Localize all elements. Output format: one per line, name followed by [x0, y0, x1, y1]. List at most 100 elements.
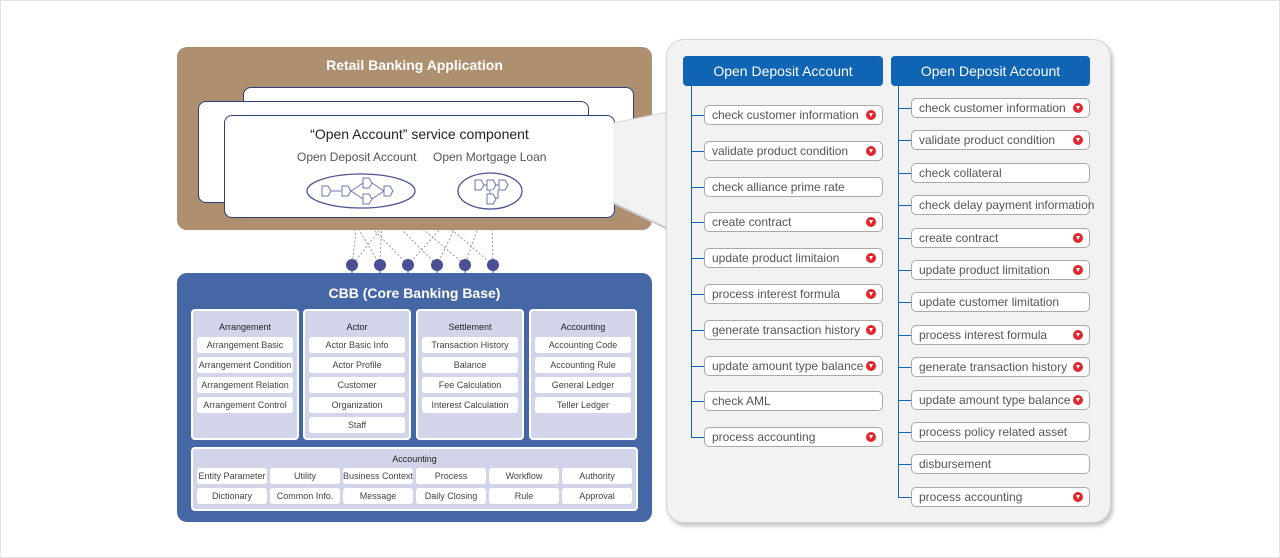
service-open-deposit: Open Deposit Account	[297, 150, 417, 164]
flow-step[interactable]: update product limitation	[898, 260, 1090, 280]
flow-step-label: update amount type balance	[712, 358, 864, 373]
group-settlement: Settlement Transaction History Balance F…	[416, 309, 524, 440]
flow-step-label: generate transaction history	[919, 360, 1068, 375]
common-item[interactable]: Authority	[561, 468, 632, 484]
flow-step-label: generate transaction history	[712, 322, 861, 337]
common-item[interactable]: Entity Parameter	[197, 468, 267, 484]
common-row: Entity Parameter Utility Business Contex…	[193, 468, 636, 484]
module-item[interactable]: Arrangement Control	[197, 397, 293, 413]
module-item[interactable]: Organization	[309, 397, 405, 413]
common-item[interactable]: Rule	[489, 488, 559, 504]
common-item[interactable]: Dictionary	[197, 488, 267, 504]
flow-step[interactable]: check customer information	[898, 98, 1090, 118]
red-marker-icon	[866, 217, 876, 228]
flow-step[interactable]: create contract	[898, 227, 1090, 248]
common-item[interactable]: Daily Closing	[416, 488, 486, 504]
red-marker-icon	[1073, 232, 1083, 243]
flow-step[interactable]: validate product condition	[691, 140, 883, 161]
group-title: Accounting	[560, 322, 606, 332]
flow-step-label: validate product condition	[712, 143, 849, 158]
group-title: Actor	[346, 322, 368, 332]
flow-step[interactable]: process policy related asset	[898, 422, 1090, 442]
flow-step[interactable]: validate product condition	[898, 130, 1090, 151]
module-item[interactable]: Staff	[309, 417, 405, 433]
flow-node-icon	[321, 185, 332, 197]
flow-step[interactable]: process interest formula	[898, 324, 1090, 345]
module-item[interactable]: Actor Basic Info	[309, 337, 405, 353]
flow-step-label: validate product condition	[919, 133, 1056, 148]
flow-step[interactable]: check customer information	[691, 105, 883, 125]
common-item[interactable]: Workflow	[489, 468, 559, 484]
module-item[interactable]: Transaction History	[422, 337, 518, 353]
flow-step[interactable]: update amount type balance	[898, 389, 1090, 410]
red-marker-icon	[1073, 103, 1083, 113]
flow-node-icon	[362, 193, 373, 205]
group-title: Accounting	[392, 454, 437, 464]
connector-line	[408, 192, 494, 266]
red-marker-icon	[1073, 135, 1083, 146]
module-item[interactable]: Accounting Code	[535, 337, 631, 353]
flow-step[interactable]: check AML	[691, 391, 883, 412]
flow-step[interactable]: check collateral	[898, 162, 1090, 183]
common-item[interactable]: Business Context	[342, 468, 414, 484]
flow-step-label: disbursement	[919, 457, 992, 472]
flow-step[interactable]: generate transaction history	[691, 319, 883, 340]
retail-banking-application: Retail Banking Application “Open Account…	[177, 47, 652, 230]
callout-wedge	[613, 111, 673, 231]
module-item[interactable]: Arrangement Basic	[197, 337, 293, 353]
flow-tree-line	[691, 86, 692, 438]
module-item[interactable]: Customer	[309, 377, 405, 393]
red-marker-icon	[1073, 329, 1083, 340]
module-item[interactable]: Teller Ledger	[535, 397, 631, 413]
retail-app-title: Retail Banking Application	[326, 57, 503, 73]
flow-header-deposit: Open Deposit Account	[683, 56, 883, 86]
red-marker-icon	[1073, 265, 1083, 275]
flow-step-label: process accounting	[712, 430, 816, 445]
flow-step-label: check collateral	[919, 165, 1002, 180]
red-marker-icon	[1073, 394, 1083, 405]
interface-dot	[374, 259, 386, 271]
open-account-component[interactable]: “Open Account” service component Open De…	[224, 115, 615, 218]
flow-node-icon	[383, 185, 394, 197]
module-item[interactable]: Arrangement Condition	[197, 357, 293, 373]
module-item[interactable]: Arrangement Relation	[197, 377, 293, 393]
flow-step-label: check alliance prime rate	[712, 179, 845, 194]
flow-step[interactable]: check alliance prime rate	[691, 176, 883, 197]
group-actor: Actor Actor Basic Info Actor Profile Cus…	[303, 309, 411, 440]
common-item[interactable]: Common Info.	[270, 488, 340, 504]
flow-step[interactable]: generate transaction history	[898, 357, 1090, 378]
flow-step-label: check delay payment information	[919, 198, 1095, 213]
flow-step-label: check customer information	[712, 108, 859, 122]
flow-step[interactable]: update customer limitation	[898, 292, 1090, 313]
common-item[interactable]: Utility	[269, 468, 340, 484]
flow-step-label: update customer limitation	[919, 295, 1060, 310]
flow-step[interactable]: process accounting	[898, 486, 1090, 507]
flow-step[interactable]: update amount type balance	[691, 355, 883, 376]
flow-step-label: check customer information	[919, 101, 1066, 115]
flow-step[interactable]: process accounting	[691, 427, 883, 448]
group-title: Settlement	[448, 322, 492, 332]
flow-node-icon	[498, 179, 509, 191]
flow-step[interactable]: check delay payment information	[898, 195, 1094, 216]
common-item[interactable]: Message	[343, 488, 413, 504]
module-item[interactable]: Fee Calculation	[422, 377, 518, 393]
flow-node-icon	[341, 185, 352, 197]
flow-step[interactable]: process interest formula	[691, 284, 883, 304]
group-arrangement: Arrangement Arrangement Basic Arrangemen…	[191, 309, 299, 440]
flow-step[interactable]: disbursement	[898, 454, 1090, 475]
flow-step[interactable]: create contract	[691, 212, 883, 233]
module-item[interactable]: Accounting Rule	[535, 357, 631, 373]
red-marker-icon	[866, 360, 876, 371]
module-item[interactable]: Actor Profile	[309, 357, 405, 373]
flow-node-icon	[474, 179, 485, 191]
core-banking-base: CBB (Core Banking Base) Arrangement Arra…	[177, 273, 652, 522]
module-item[interactable]: Interest Calculation	[422, 397, 518, 413]
flow-step[interactable]: update product limitaion	[691, 248, 883, 269]
red-marker-icon	[866, 432, 876, 443]
module-item[interactable]: General Ledger	[535, 377, 631, 393]
module-item[interactable]: Balance	[422, 357, 518, 373]
common-item[interactable]: Approval	[562, 488, 632, 504]
common-item[interactable]: Process	[416, 468, 486, 484]
interface-dot	[346, 259, 358, 271]
group-title: Arrangement	[218, 322, 272, 332]
